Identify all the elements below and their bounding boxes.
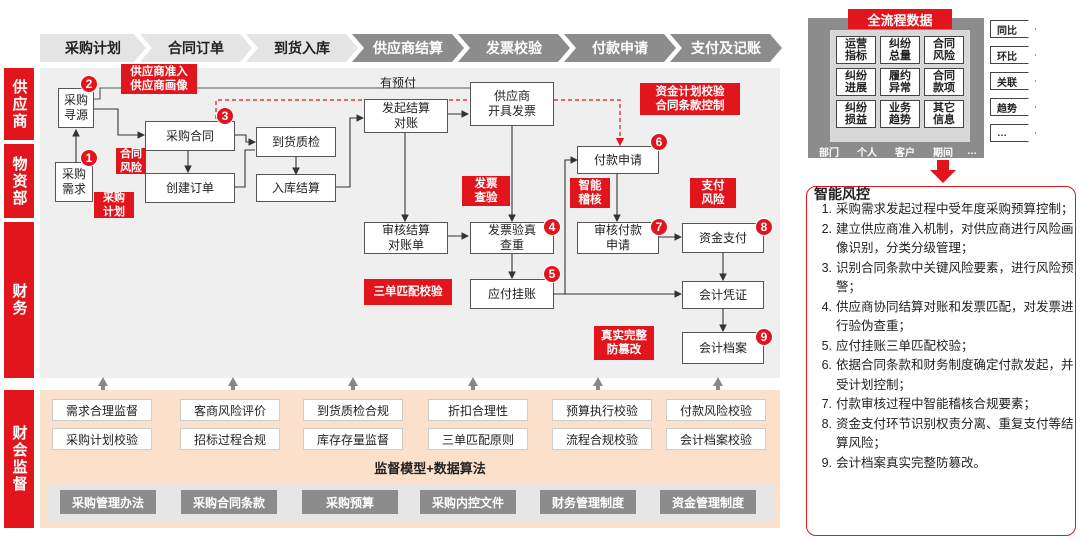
stage-invoice-verification: 发票校验: [458, 34, 570, 62]
risk-item: 7.付款审核过程中智能稽核合规要素；: [821, 397, 1037, 411]
box-payment-audit: 审核付款 申请: [577, 222, 659, 254]
data-panel-title: 全流程数据: [848, 9, 952, 29]
supervision-item: 库存存量监督: [303, 428, 403, 450]
supervision-item: 流程合规校验: [552, 428, 652, 450]
regulation-bar: [48, 483, 774, 521]
risk-item: 4.供应商协同结算对账和发票匹配，对发票进行验伪查重；: [821, 299, 1074, 334]
step-badge-2: 2: [80, 75, 98, 93]
supervision-item: 会计档案校验: [666, 428, 766, 450]
supervision-model-title: 监督模型+数据算法: [374, 461, 486, 476]
risk-item: 9.会计档案真实完整防篡改。: [821, 455, 987, 470]
prepay-label: 有预付: [380, 76, 417, 90]
tag-supplier-access: 供应商准入 供应商画像: [121, 64, 197, 94]
risk-item: 6.依据合同条款和财务制度确定付款发起，并受计划控制；: [821, 358, 1074, 392]
metric-arrow: …: [990, 124, 1036, 142]
regulation-item: 采购内控文件: [420, 490, 516, 514]
data-cell: 运营 指标: [836, 36, 876, 64]
metric-arrow: 关联: [990, 72, 1036, 90]
box-fund-pay: 资金支付: [682, 223, 764, 253]
data-cell: 纠纷 总量: [880, 36, 920, 64]
risk-panel: [806, 186, 1076, 536]
tag-invoice-check: 发票 查验: [462, 176, 510, 206]
stage-payment-request: 付款申请: [564, 34, 676, 62]
regulation-item: 资金管理制度: [660, 490, 756, 514]
tag-three-way-match: 三单匹配校验: [364, 279, 452, 305]
box-payable: 应付挂账: [470, 279, 554, 309]
stage-contract-order: 合同订单: [140, 34, 252, 62]
tag-archive-integrity: 真实完整 防篡改: [594, 326, 654, 360]
box-demand: 采购 需求: [55, 162, 93, 202]
step-badge-4: 4: [543, 218, 561, 236]
supervision-item: 需求合理监督: [52, 399, 152, 421]
box-invoice-verify: 发票验真 查重: [470, 222, 554, 254]
risk-item: 2.建立供应商准入机制，对供应商进行风险画像识别，分类分级管理；: [821, 221, 1074, 256]
regulation-item: 采购合同条款: [181, 490, 277, 514]
data-cell: 合同 风险: [924, 36, 964, 64]
box-initiate-settlement: 发起结算 对账: [364, 99, 448, 133]
box-payment-apply: 付款申请: [577, 146, 659, 174]
risk-panel-title: 智能风控: [814, 186, 870, 202]
supervision-item: 到货质检合规: [303, 399, 403, 421]
supervision-item: 三单匹配原则: [428, 428, 528, 450]
risk-list: 1.采购需求发起过程中受年度采购预算控制； 2.建立供应商准入机制，对供应商进行…: [812, 200, 1074, 473]
step-badge-9: 9: [755, 328, 773, 346]
stage-supplier-settlement: 供应商结算: [352, 34, 464, 62]
box-sourcing: 采购 寻源: [58, 88, 94, 128]
metric-arrow: 环比: [990, 46, 1036, 64]
risk-item: 1.采购需求发起过程中受年度采购预算控制；: [821, 202, 1074, 216]
risk-item: 3.识别合同条款中关键风险要素，进行风险预警；: [821, 260, 1074, 295]
metric-arrow: 趋势: [990, 98, 1036, 116]
box-voucher: 会计凭证: [682, 281, 764, 309]
regulation-item: 采购预算: [302, 490, 398, 514]
dimension-label: 期间: [933, 147, 953, 159]
supervision-item: 招标过程合规: [180, 428, 280, 450]
supervision-item: 预算执行校验: [552, 399, 652, 421]
lane-supervision: 财会监督: [4, 390, 34, 528]
box-create-order: 创建订单: [145, 173, 235, 203]
box-contract: 采购合同: [145, 121, 235, 151]
stage-procurement-plan: 采购计划: [40, 34, 146, 62]
step-badge-7: 7: [650, 218, 668, 236]
box-supplier-invoice: 供应商 开具发票: [470, 82, 554, 126]
data-cell: 纠纷 损益: [836, 100, 876, 128]
down-arrow-icon: [930, 160, 956, 183]
box-quality-check: 到货质检: [256, 127, 336, 157]
data-cell: 业务 趋势: [880, 100, 920, 128]
dimension-label: 客户: [895, 147, 915, 159]
dimension-label: 部门: [819, 147, 839, 159]
lane-finance: 财务: [4, 222, 34, 378]
lane-supplier: 供应商: [4, 68, 34, 140]
tag-contract-risk: 合同 风险: [116, 148, 146, 174]
supervision-item: 采购计划校验: [52, 428, 152, 450]
risk-item: 5.应付挂账三单匹配校验；: [821, 338, 974, 353]
risk-item: 8.资金支付环节识别权责分离、重复支付等结算风险；: [821, 416, 1074, 451]
step-badge-6: 6: [650, 133, 668, 151]
dimension-label: …: [967, 145, 977, 157]
box-stock-settle: 入库结算: [256, 174, 336, 202]
stage-arrival-warehouse: 到货入库: [246, 34, 358, 62]
step-badge-1: 1: [80, 149, 98, 167]
lane-materials: 物资部: [4, 144, 34, 218]
tag-smart-audit: 智能 稽核: [570, 178, 610, 208]
dimension-label: 个人: [857, 147, 877, 159]
stage-payment-booking: 支付及记账: [670, 34, 782, 62]
supervision-item: 折扣合理性: [428, 399, 528, 421]
data-cell: 合同 款项: [924, 68, 964, 96]
data-cell: 履约 异常: [880, 68, 920, 96]
tag-procure-plan: 采购 计划: [94, 192, 134, 218]
box-archive: 会计档案: [682, 332, 764, 364]
step-badge-3: 3: [216, 107, 234, 125]
step-badge-5: 5: [543, 265, 561, 283]
regulation-item: 采购管理办法: [60, 490, 156, 514]
metric-arrow: 同比: [990, 20, 1036, 38]
tag-pay-risk: 支付 风险: [690, 178, 736, 208]
tag-fund-plan: 资金计划校验 合同条款控制: [640, 83, 740, 115]
step-badge-8: 8: [755, 218, 773, 236]
supervision-item: 客商风险评价: [180, 399, 280, 421]
supervision-item: 付款风险校验: [666, 399, 766, 421]
data-cell: 其它 信息: [924, 100, 964, 128]
regulation-item: 财务管理制度: [540, 490, 636, 514]
data-cell: 纠纷 进展: [836, 68, 876, 96]
box-settle-audit: 审核结算 对账单: [364, 222, 448, 254]
